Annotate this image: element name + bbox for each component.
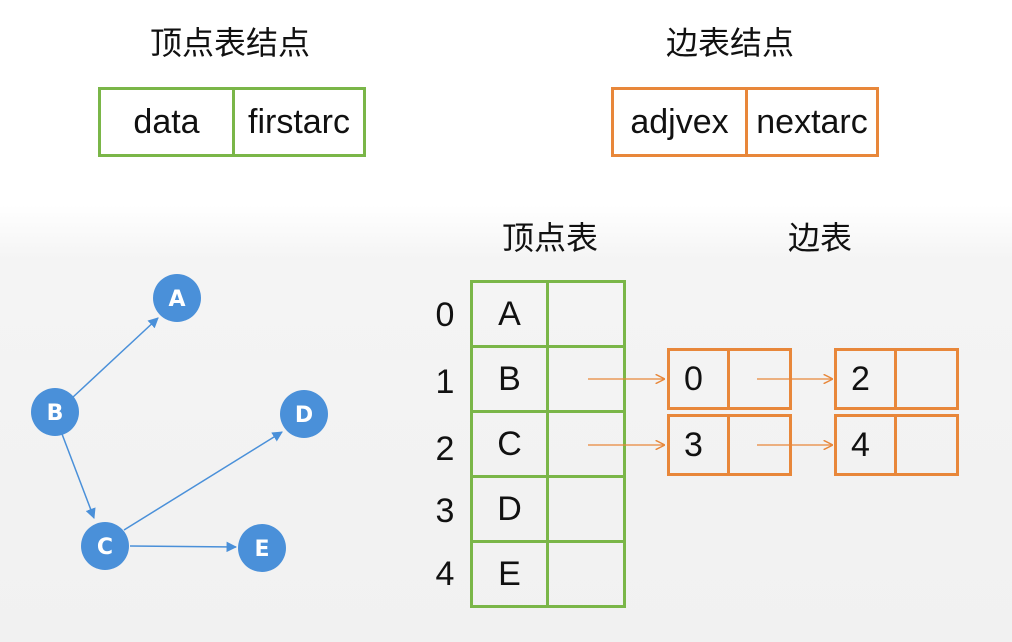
- vertex-node-title: 顶点表结点: [149, 24, 310, 62]
- adjvex-field: adjvex: [614, 90, 748, 154]
- adjvex-cell: 0: [670, 351, 730, 407]
- vertex-table-title: 顶点表: [501, 219, 598, 257]
- graph-edge-b-c: [61, 433, 96, 519]
- data-field: data: [101, 90, 235, 154]
- vertex-data-cell: C: [473, 413, 549, 475]
- graph-edge-b-a: [71, 317, 159, 399]
- graph-node-e: E: [238, 524, 286, 572]
- index-0: 0: [435, 296, 455, 334]
- vertex-data-cell: D: [473, 478, 549, 540]
- firstarc-field: firstarc: [248, 102, 350, 141]
- nextarc-field: nextarc: [756, 102, 868, 141]
- graph-node-d: D: [280, 390, 328, 438]
- vertex-data-cell: B: [473, 348, 549, 410]
- svg-text:B: B: [47, 401, 64, 426]
- graph-node-c: C: [81, 522, 129, 570]
- edge-node-structure: adjvex nextarc: [611, 87, 879, 157]
- graph-edge-c-d: [123, 431, 283, 531]
- index-1: 1: [435, 363, 455, 401]
- edge-node-b-1: 2: [834, 348, 959, 410]
- vertex-row-4: E: [470, 540, 626, 608]
- svg-text:C: C: [97, 535, 113, 560]
- vertex-node-structure: data firstarc: [98, 87, 366, 157]
- graph-node-a: A: [153, 274, 201, 322]
- adjvex-cell: 4: [837, 417, 897, 473]
- index-3: 3: [435, 492, 455, 530]
- edge-node-title: 边表结点: [665, 24, 794, 62]
- index-2: 2: [435, 430, 455, 468]
- adjvex-cell: 3: [670, 417, 730, 473]
- graph-edge-c-e: [129, 541, 238, 553]
- edge-node-c-1: 4: [834, 414, 959, 476]
- adjvex-cell: 2: [837, 351, 897, 407]
- svg-text:A: A: [168, 287, 185, 312]
- vertex-data-cell: A: [473, 283, 549, 345]
- edge-table-title: 边表: [787, 219, 852, 257]
- svg-text:E: E: [254, 537, 269, 562]
- svg-text:D: D: [295, 403, 313, 428]
- index-4: 4: [435, 555, 455, 593]
- graph-node-b: B: [31, 388, 79, 436]
- vertex-data-cell: E: [473, 543, 549, 605]
